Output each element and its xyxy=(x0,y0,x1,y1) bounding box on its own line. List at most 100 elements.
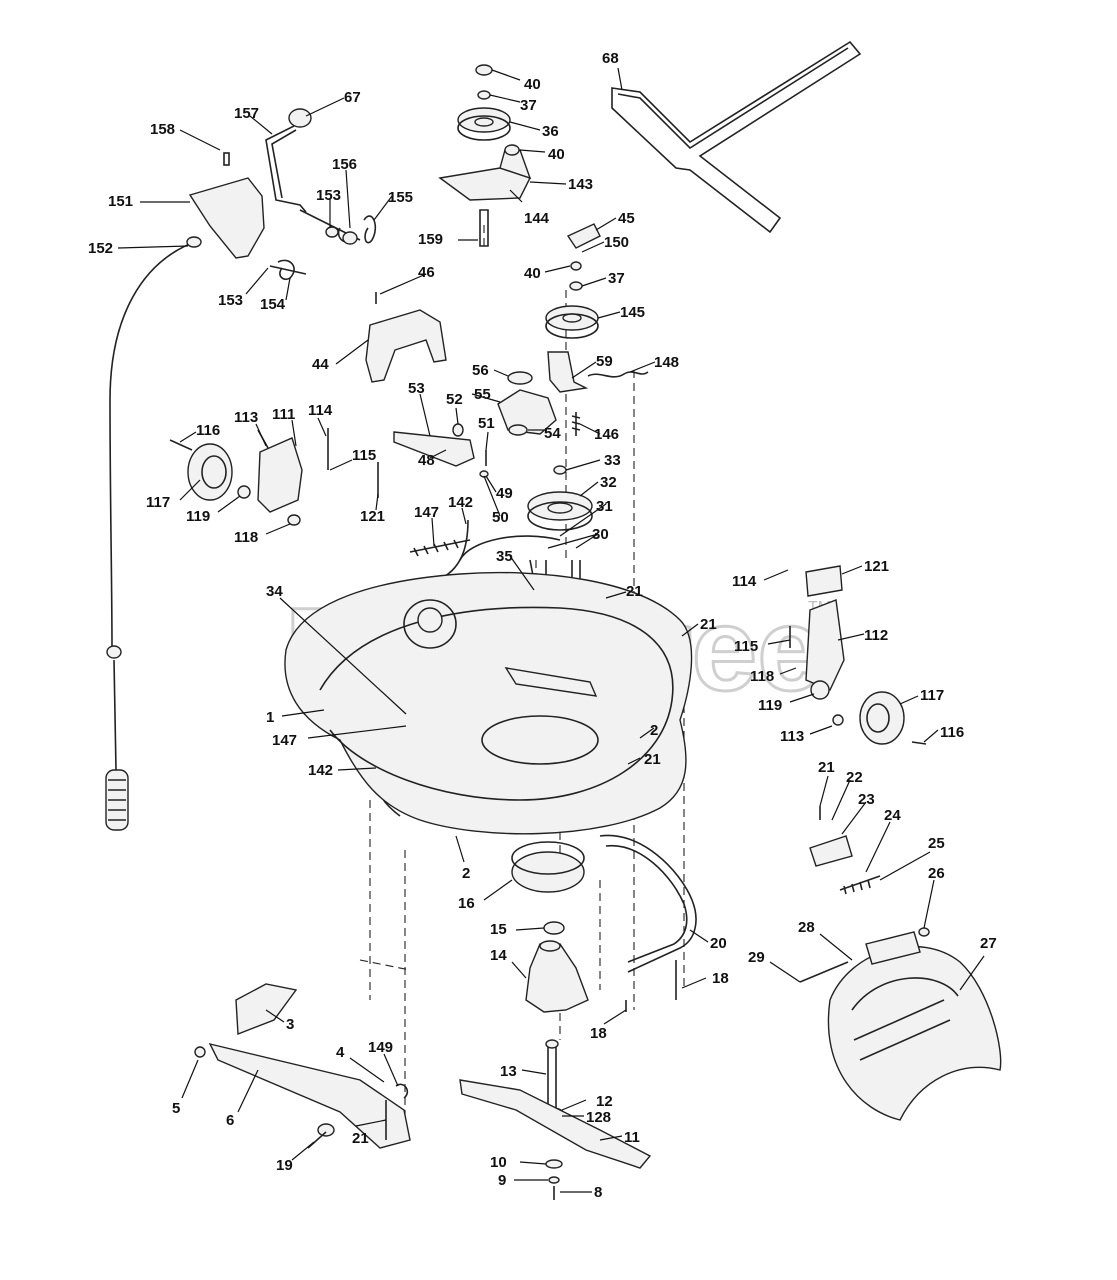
callout-153: 153 xyxy=(316,187,341,204)
callout-157: 157 xyxy=(234,105,259,122)
callout-21: 21 xyxy=(644,751,661,768)
spindle-assembly xyxy=(511,834,697,1013)
mower-deck xyxy=(284,535,693,835)
callout-40: 40 xyxy=(524,76,541,93)
discharge-chute xyxy=(799,806,1002,1121)
callout-26: 26 xyxy=(928,865,945,882)
callout-30: 30 xyxy=(592,526,609,543)
callout-152: 152 xyxy=(88,240,113,257)
callout-29: 29 xyxy=(748,949,765,966)
callout-54: 54 xyxy=(544,425,561,442)
callout-114: 114 xyxy=(308,402,333,419)
callout-18: 18 xyxy=(590,1025,607,1042)
callout-146: 146 xyxy=(594,426,619,443)
callout-115: 115 xyxy=(734,638,758,655)
callout-12: 12 xyxy=(596,1093,613,1110)
callout-1: 1 xyxy=(266,709,274,726)
callout-158: 158 xyxy=(150,121,175,138)
callout-154: 154 xyxy=(260,296,286,313)
callout-118: 118 xyxy=(234,529,258,546)
callout-153: 153 xyxy=(218,292,243,309)
main-pulley xyxy=(527,465,593,613)
callout-113: 113 xyxy=(234,409,258,426)
callout-36: 36 xyxy=(542,123,559,140)
callout-56: 56 xyxy=(472,362,489,379)
belt-guard xyxy=(365,292,447,383)
callout-121: 121 xyxy=(360,508,385,525)
callout-22: 22 xyxy=(846,769,863,786)
callout-28: 28 xyxy=(798,919,815,936)
callout-18: 18 xyxy=(712,970,729,987)
callout-144: 144 xyxy=(524,210,550,227)
callout-2: 2 xyxy=(462,865,470,882)
callout-113: 113 xyxy=(780,728,804,745)
callout-156: 156 xyxy=(332,156,357,173)
callout-27: 27 xyxy=(980,935,997,952)
left-wheel-assembly xyxy=(169,428,379,526)
callout-111: 111 xyxy=(272,406,295,423)
callout-128: 128 xyxy=(586,1109,611,1126)
callout-112: 112 xyxy=(864,627,888,644)
callout-121: 121 xyxy=(864,558,889,575)
callout-149: 149 xyxy=(368,1039,393,1056)
callout-23: 23 xyxy=(858,791,875,808)
callout-40: 40 xyxy=(524,265,541,282)
callout-143: 143 xyxy=(568,176,593,193)
callout-35: 35 xyxy=(496,548,513,565)
callout-52: 52 xyxy=(446,391,463,408)
callout-15: 15 xyxy=(490,921,507,938)
callout-53: 53 xyxy=(408,380,425,397)
callout-145: 145 xyxy=(620,304,645,321)
right-wheel-assembly xyxy=(789,565,927,745)
callout-159: 159 xyxy=(418,231,443,248)
callout-21: 21 xyxy=(626,583,643,600)
callout-40: 40 xyxy=(548,146,565,163)
callout-16: 16 xyxy=(458,895,475,912)
lift-lever-assembly xyxy=(188,108,377,281)
callout-21: 21 xyxy=(818,759,835,776)
leader-lines xyxy=(117,67,985,1193)
callout-114: 114 xyxy=(732,573,757,590)
callout-2: 2 xyxy=(650,722,658,739)
callout-68: 68 xyxy=(602,50,619,67)
callout-6: 6 xyxy=(226,1112,234,1129)
callout-147: 147 xyxy=(272,732,297,749)
callout-10: 10 xyxy=(490,1154,507,1171)
callout-147: 147 xyxy=(414,504,439,521)
callout-117: 117 xyxy=(146,494,170,511)
idler-pulley-assembly xyxy=(438,64,532,247)
lift-link-assembly xyxy=(194,983,411,1149)
idler-arm-assembly xyxy=(393,351,649,478)
callout-44: 44 xyxy=(312,356,329,373)
callout-49: 49 xyxy=(496,485,513,502)
callout-5: 5 xyxy=(172,1100,180,1117)
callout-34: 34 xyxy=(266,583,283,600)
callout-19: 19 xyxy=(276,1157,293,1174)
callout-51: 51 xyxy=(478,415,495,432)
control-cable xyxy=(105,236,202,831)
callout-151: 151 xyxy=(108,193,133,210)
callout-37: 37 xyxy=(608,270,625,287)
callout-119: 119 xyxy=(758,697,782,714)
callout-13: 13 xyxy=(500,1063,517,1080)
callout-32: 32 xyxy=(600,474,617,491)
callout-55: 55 xyxy=(474,386,491,403)
callout-31: 31 xyxy=(596,498,613,515)
callout-59: 59 xyxy=(596,353,613,370)
callout-14: 14 xyxy=(490,947,507,964)
callout-116: 116 xyxy=(940,724,964,741)
callout-46: 46 xyxy=(418,264,435,281)
upper-pulley-stack xyxy=(545,223,601,339)
callout-115: 115 xyxy=(352,447,376,464)
callout-67: 67 xyxy=(344,89,361,106)
callout-119: 119 xyxy=(186,508,210,525)
callout-8: 8 xyxy=(594,1184,602,1201)
callout-148: 148 xyxy=(654,354,679,371)
callout-21: 21 xyxy=(352,1130,369,1147)
callout-11: 11 xyxy=(624,1129,640,1146)
callout-4: 4 xyxy=(336,1044,345,1061)
callout-117: 117 xyxy=(920,687,944,704)
callout-150: 150 xyxy=(604,234,629,251)
drive-belt xyxy=(611,40,862,234)
